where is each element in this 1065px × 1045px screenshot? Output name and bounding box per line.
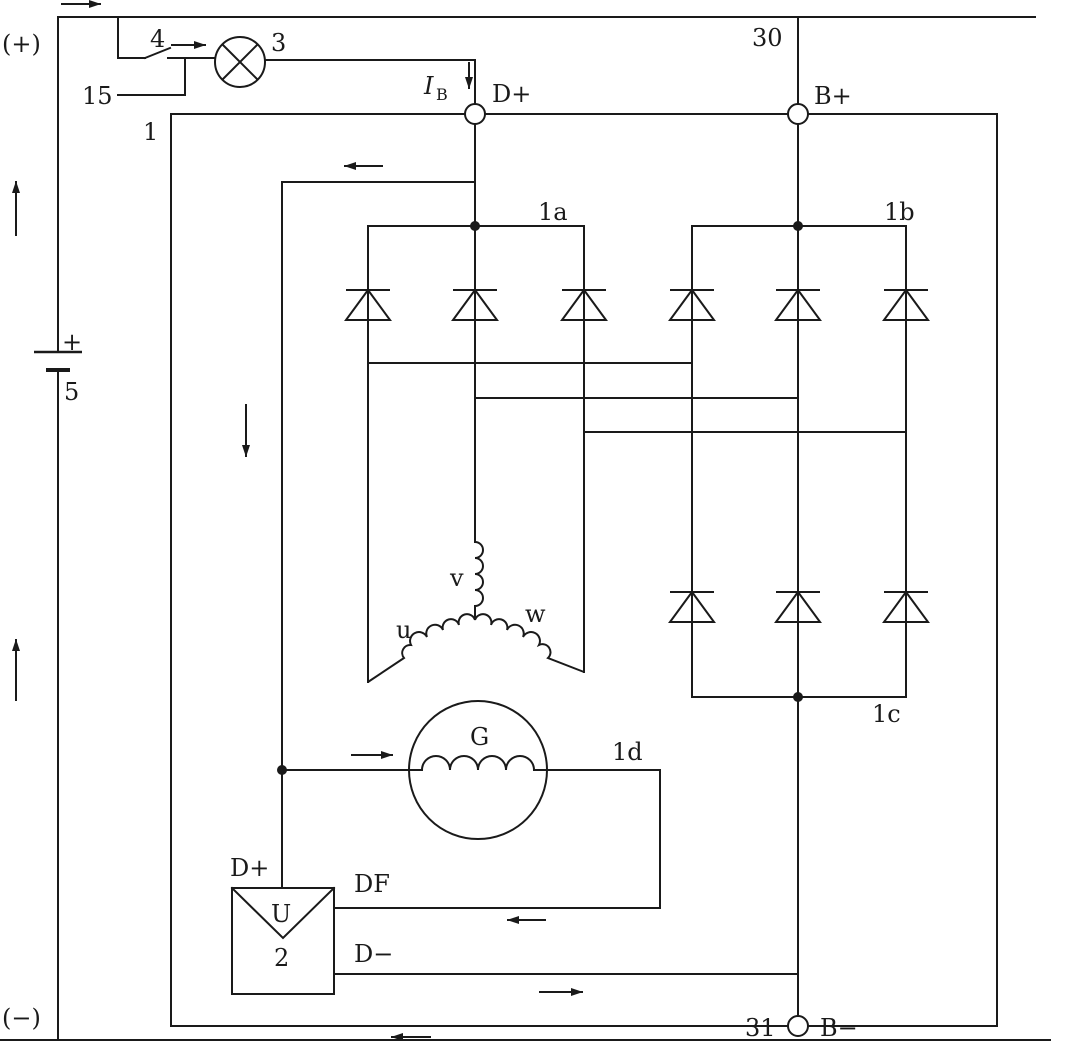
phase-v-label: v — [449, 564, 464, 592]
b-minus-terminal — [787, 1015, 809, 1037]
junction-1b — [793, 221, 803, 231]
junction-1c — [793, 692, 803, 702]
terminal-15-lead — [117, 57, 186, 96]
bridge-1b-label: 1b — [884, 198, 915, 226]
d-plus-terminal-label: D+ — [492, 80, 531, 108]
positive-rail-label: (+) — [2, 30, 41, 58]
field-1d-label: 1d — [612, 738, 643, 766]
regulator-number-label: 2 — [274, 944, 289, 972]
field-coil-icon — [421, 755, 535, 771]
terminal-31-label: 31 — [745, 1014, 776, 1042]
regulator-u-label: U — [271, 900, 291, 928]
d-plus-terminal — [464, 103, 486, 125]
stator-winding-coil-icon — [367, 532, 585, 683]
lamp-number-label: 3 — [271, 29, 286, 57]
junction-field — [277, 765, 287, 775]
negative-rail-label: (−) — [2, 1004, 41, 1032]
indicator-lamp-icon — [214, 36, 266, 88]
b-plus-terminal-label: B+ — [814, 82, 852, 110]
switch-number-label: 4 — [150, 25, 165, 53]
alternator-number-label: 1 — [143, 118, 158, 146]
current-ib-subscript: B — [436, 85, 448, 104]
battery-plus-label: + — [62, 328, 82, 356]
dplus-loop-wire — [281, 181, 476, 889]
switch-lead — [117, 16, 146, 59]
b-minus-terminal-label: B− — [820, 1014, 858, 1042]
battery-number-label: 5 — [64, 378, 79, 406]
regulator-symbol — [230, 886, 336, 940]
generator-label: G — [470, 723, 489, 751]
regulator-dminus-label: D− — [354, 940, 393, 968]
field-return-df-wire — [333, 769, 661, 909]
ignition-switch-icon — [143, 46, 172, 60]
current-ib-label: I — [423, 72, 434, 100]
voltage-regulator — [231, 887, 335, 995]
phase-u-label: u — [396, 616, 411, 644]
regulator-df-label: DF — [354, 870, 390, 898]
phase-w-label: w — [525, 600, 546, 628]
bridge-1c-label: 1c — [872, 700, 901, 728]
regulator-dplus-label: D+ — [230, 854, 269, 882]
battery-icon — [34, 350, 82, 372]
terminal-30-label: 30 — [752, 24, 783, 52]
b-plus-terminal — [787, 103, 809, 125]
lamp-to-dplus-wire — [264, 59, 476, 105]
terminal-15-label: 15 — [82, 82, 113, 110]
junction-1a — [470, 221, 480, 231]
bridge-1a-label: 1a — [538, 198, 568, 226]
